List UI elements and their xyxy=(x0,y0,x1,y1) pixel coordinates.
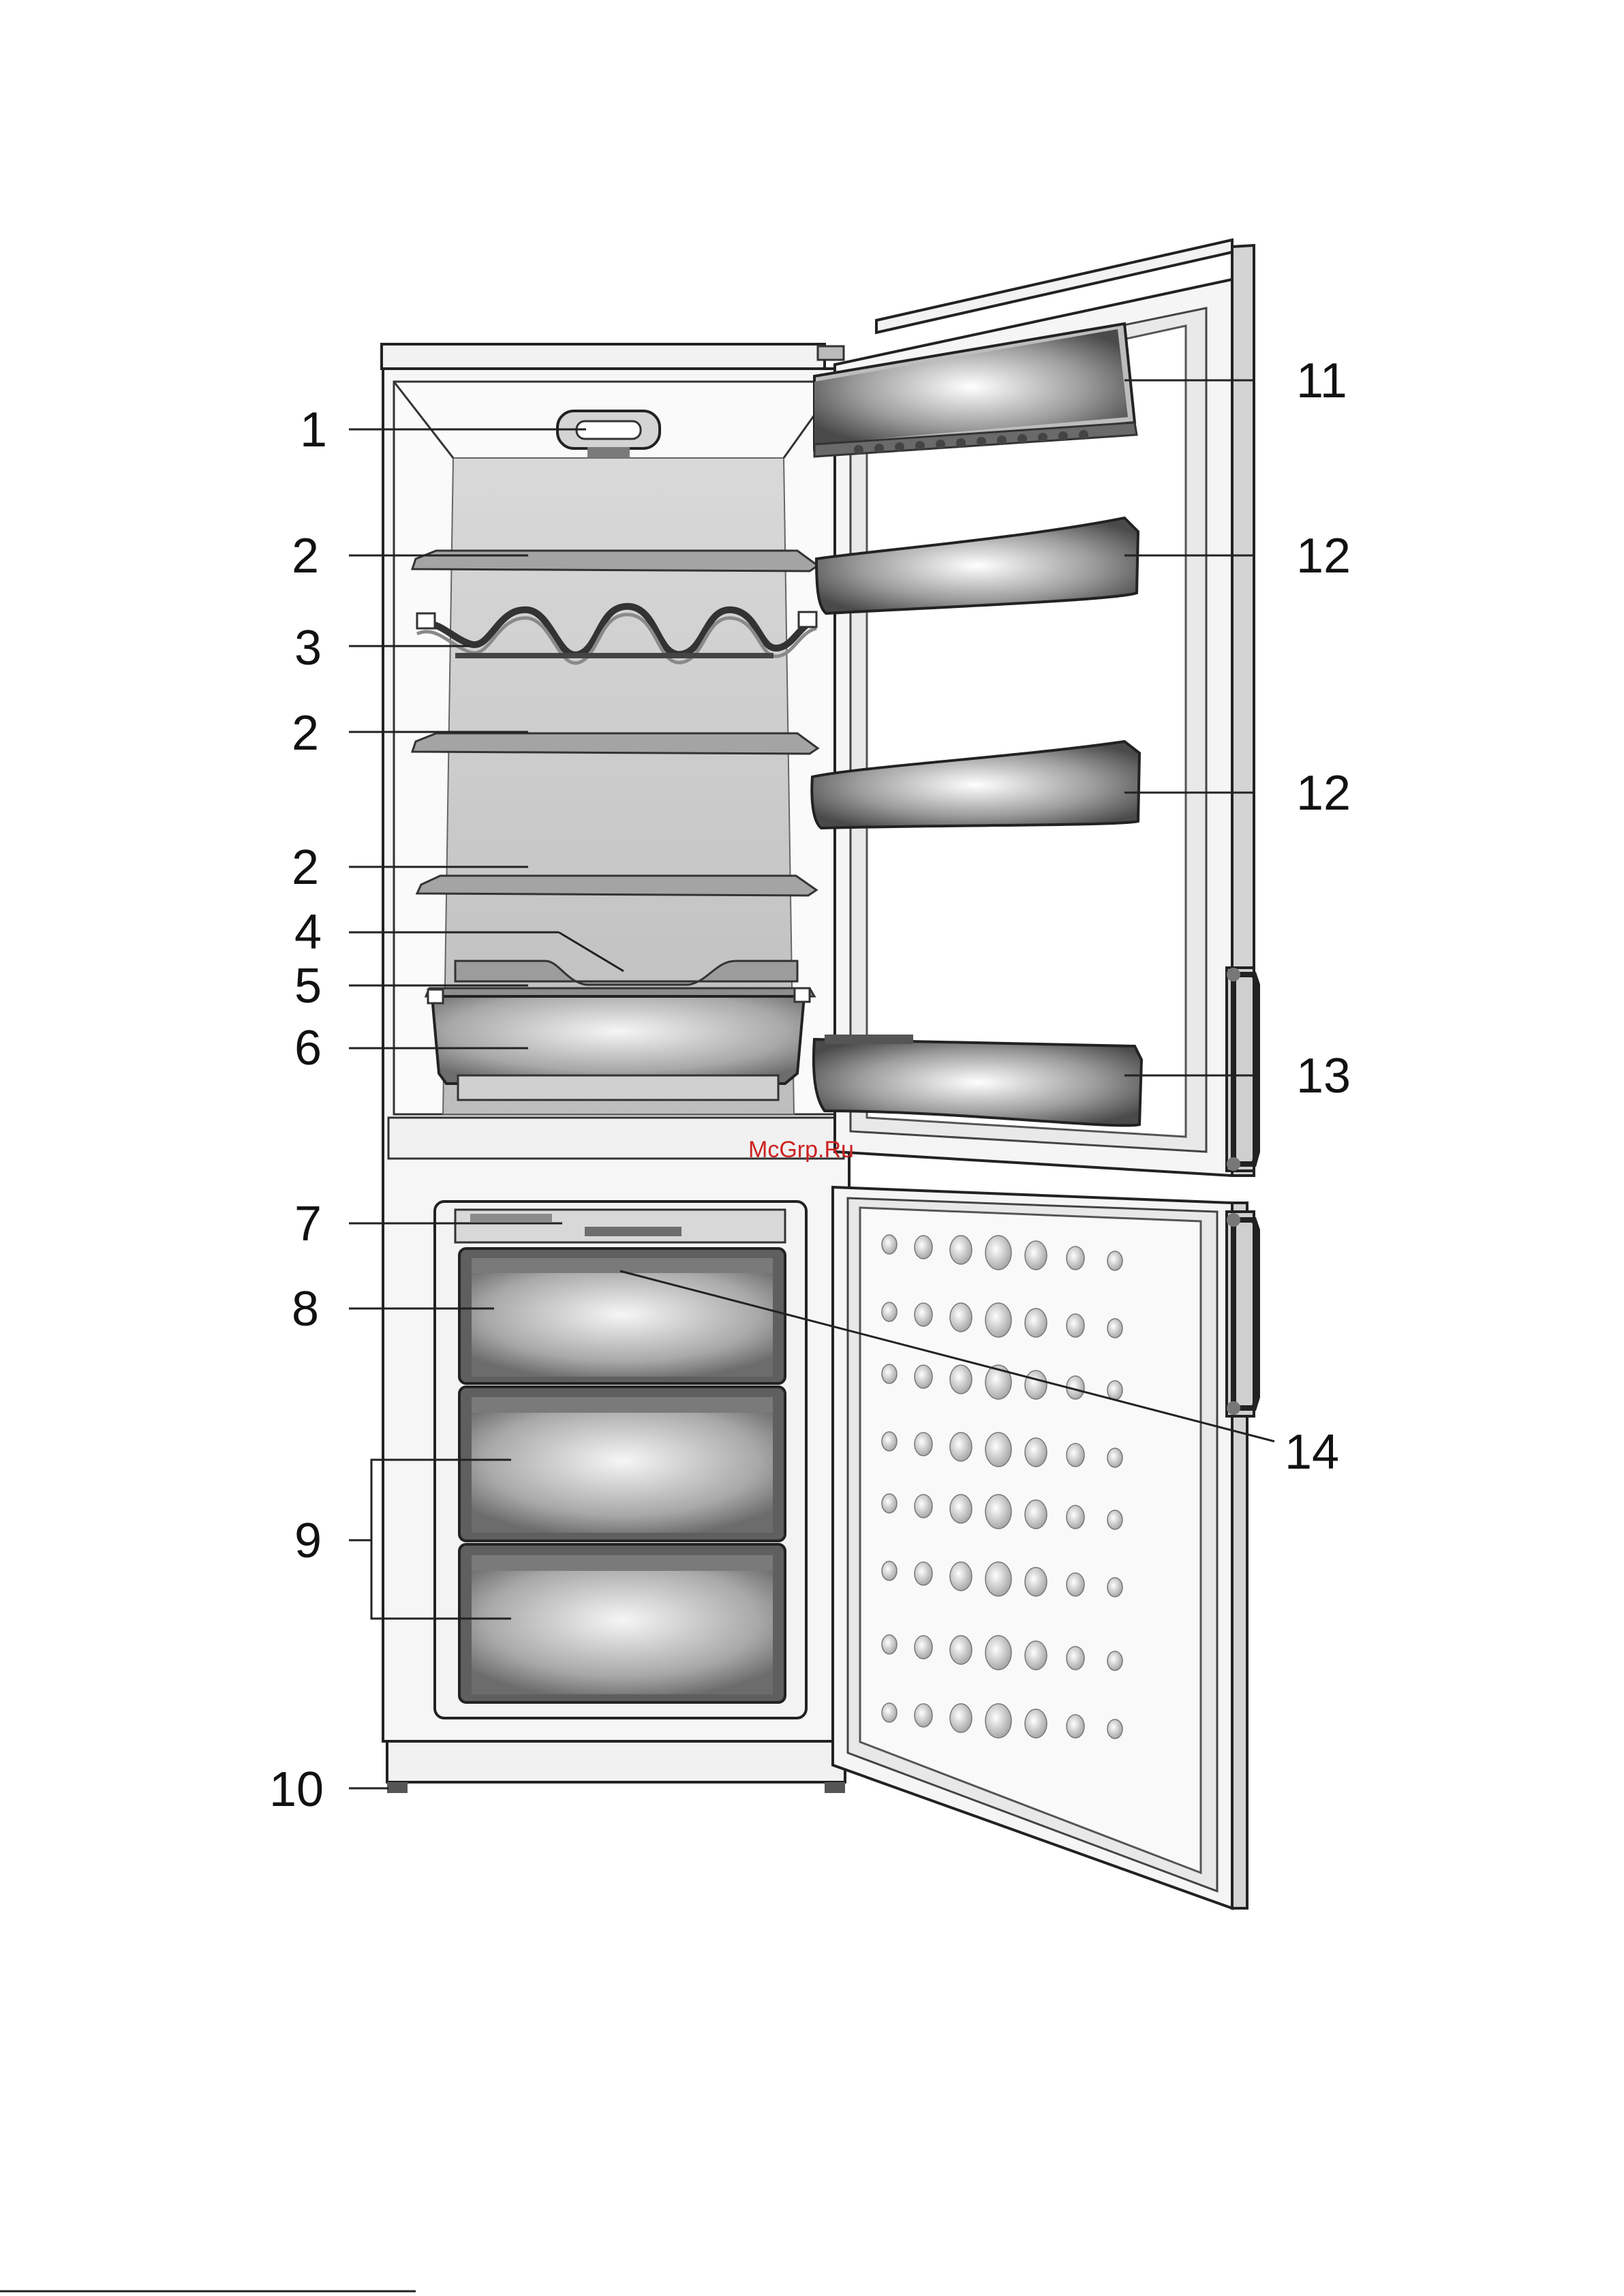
door-dimple xyxy=(1107,1719,1122,1739)
door-dimple xyxy=(1025,1641,1047,1670)
callout-11: 11 xyxy=(1296,354,1347,408)
callout-2a: 2 xyxy=(292,529,319,583)
callout-14: 14 xyxy=(1285,1425,1339,1480)
door-dimple xyxy=(985,1636,1011,1670)
door-dimple xyxy=(985,1236,1011,1270)
callout-8: 8 xyxy=(292,1282,319,1336)
door-dimple xyxy=(1067,1715,1084,1738)
door-dimple xyxy=(915,1236,932,1259)
glass-shelf-3 xyxy=(417,876,816,896)
door-dimple xyxy=(985,1704,1011,1738)
callout-13: 13 xyxy=(1296,1049,1351,1103)
door-dimple xyxy=(882,1432,897,1451)
door-dimple xyxy=(950,1495,972,1523)
glass-shelf-2 xyxy=(412,733,818,754)
watermark: McGrp.Ru xyxy=(748,1137,854,1163)
door-dimple xyxy=(950,1365,972,1394)
callout-5: 5 xyxy=(294,959,322,1013)
door-dimple xyxy=(915,1433,932,1456)
door-dimple xyxy=(882,1494,897,1513)
callout-12b: 12 xyxy=(1296,766,1351,821)
glass-shelf-1 xyxy=(412,551,818,571)
callout-2c: 2 xyxy=(292,840,319,895)
door-dimple xyxy=(950,1433,972,1461)
door-dimple xyxy=(950,1704,972,1732)
door-dimple xyxy=(1025,1438,1047,1467)
door-dimple xyxy=(950,1636,972,1664)
door-dimple xyxy=(1067,1573,1084,1596)
door-dimple xyxy=(950,1236,972,1264)
door-dimple xyxy=(1107,1319,1122,1338)
door-dimple xyxy=(985,1495,1011,1529)
door-dimple xyxy=(915,1562,932,1585)
callout-3: 3 xyxy=(294,621,322,675)
door-dimple xyxy=(882,1235,897,1254)
fridge-door-handle[interactable] xyxy=(1227,968,1257,1171)
door-dimple xyxy=(1025,1500,1047,1529)
callout-10: 10 xyxy=(269,1762,324,1817)
callout-4: 4 xyxy=(294,905,322,960)
door-dimple xyxy=(915,1704,932,1727)
ice-tray xyxy=(455,1210,785,1242)
door-dimple xyxy=(1025,1371,1047,1399)
door-top-hinge xyxy=(818,346,844,360)
door-dimple xyxy=(1025,1567,1047,1596)
adjustable-foot-right xyxy=(825,1782,845,1793)
door-dimple xyxy=(1067,1505,1084,1529)
door-dimple xyxy=(882,1561,897,1580)
door-dimple xyxy=(1107,1381,1122,1400)
callout-12a: 12 xyxy=(1296,529,1351,583)
cabinet-plinth xyxy=(387,1741,845,1782)
door-dimple xyxy=(915,1365,932,1388)
door-dimple xyxy=(882,1364,897,1383)
door-dimple xyxy=(1107,1578,1122,1597)
door-dimple xyxy=(915,1495,932,1518)
door-dimple xyxy=(1025,1241,1047,1270)
freezer-drawer-bottom xyxy=(459,1544,785,1702)
freezer-door xyxy=(833,1187,1257,1908)
door-dimple xyxy=(882,1302,897,1321)
door-dimple xyxy=(985,1433,1011,1467)
door-dimple xyxy=(985,1303,1011,1337)
callout-2b: 2 xyxy=(292,706,319,761)
freezer-door-handle[interactable] xyxy=(1227,1212,1257,1416)
callout-9: 9 xyxy=(294,1514,322,1568)
door-dimple xyxy=(1107,1448,1122,1467)
door-dimple xyxy=(1025,1709,1047,1738)
door-dimple xyxy=(1107,1510,1122,1529)
door-dimple xyxy=(985,1562,1011,1596)
door-dimple xyxy=(1067,1246,1084,1270)
door-dimple xyxy=(915,1303,932,1326)
door-dimple xyxy=(950,1303,972,1332)
door-bin-bottom xyxy=(814,1035,1142,1125)
door-dimple xyxy=(1025,1308,1047,1337)
callout-7: 7 xyxy=(294,1197,322,1251)
door-dimple xyxy=(950,1562,972,1591)
door-dimple xyxy=(882,1635,897,1654)
door-dimple xyxy=(1067,1443,1084,1467)
callout-1: 1 xyxy=(300,403,327,457)
door-dimple xyxy=(1067,1647,1084,1670)
freezer-drawer-middle xyxy=(459,1387,785,1541)
vegetable-crisper xyxy=(428,988,810,1100)
callout-6: 6 xyxy=(294,1021,322,1075)
door-dimple xyxy=(1107,1251,1122,1270)
adjustable-foot-left xyxy=(387,1782,408,1793)
door-dimple xyxy=(1067,1314,1084,1337)
door-dimple xyxy=(882,1703,897,1722)
fridge-compartment xyxy=(388,382,844,1159)
door-dimple xyxy=(1107,1651,1122,1670)
freezer-drawer-top xyxy=(459,1249,785,1383)
cabinet-top xyxy=(382,344,825,369)
door-dimple xyxy=(915,1636,932,1659)
